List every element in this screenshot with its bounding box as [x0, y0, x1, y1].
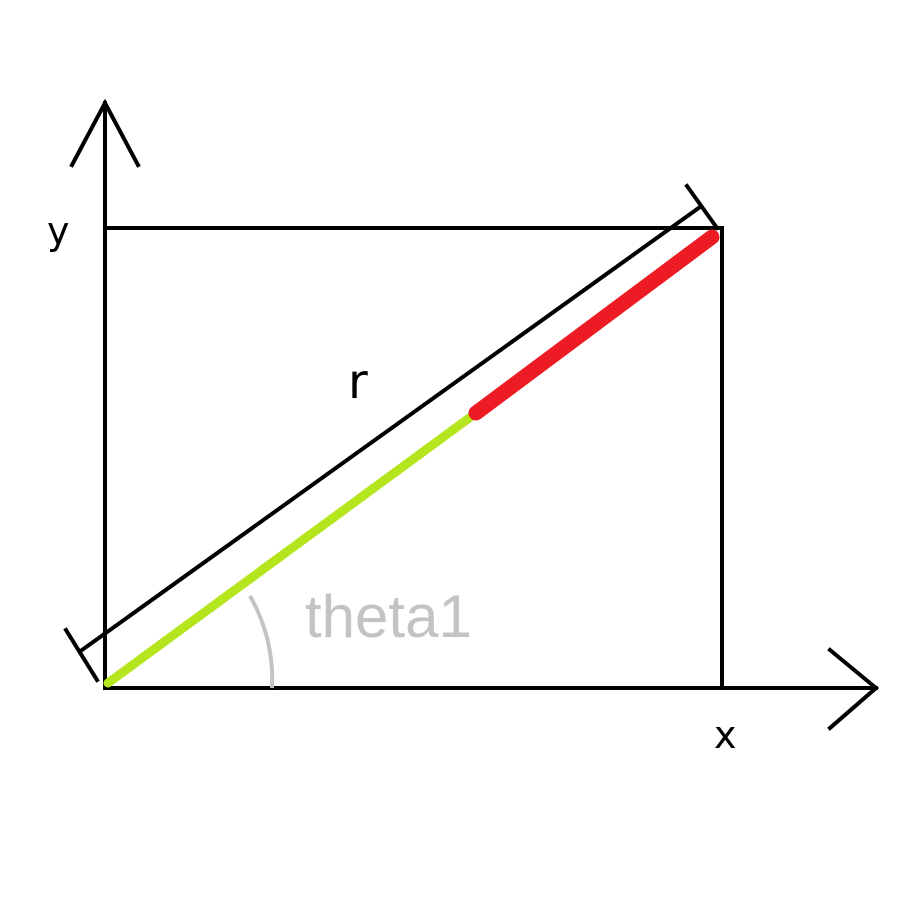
radius-dimension-start-tick: [63, 627, 100, 683]
y-axis-arrowhead: [69, 98, 141, 168]
x-axis-label: x: [714, 713, 737, 757]
diagonal-outer-segment: [468, 229, 720, 421]
radius-dimension-end-tick: [684, 183, 720, 231]
y-axis-label: y: [47, 209, 70, 253]
radius-dimension-line: [79, 204, 703, 653]
angle-arc: [248, 595, 275, 689]
diagonal-inner-segment: [103, 408, 481, 688]
x-axis-arrowhead: [827, 647, 880, 731]
radius-label: r: [348, 354, 368, 410]
angle-label: theta1: [305, 583, 472, 650]
